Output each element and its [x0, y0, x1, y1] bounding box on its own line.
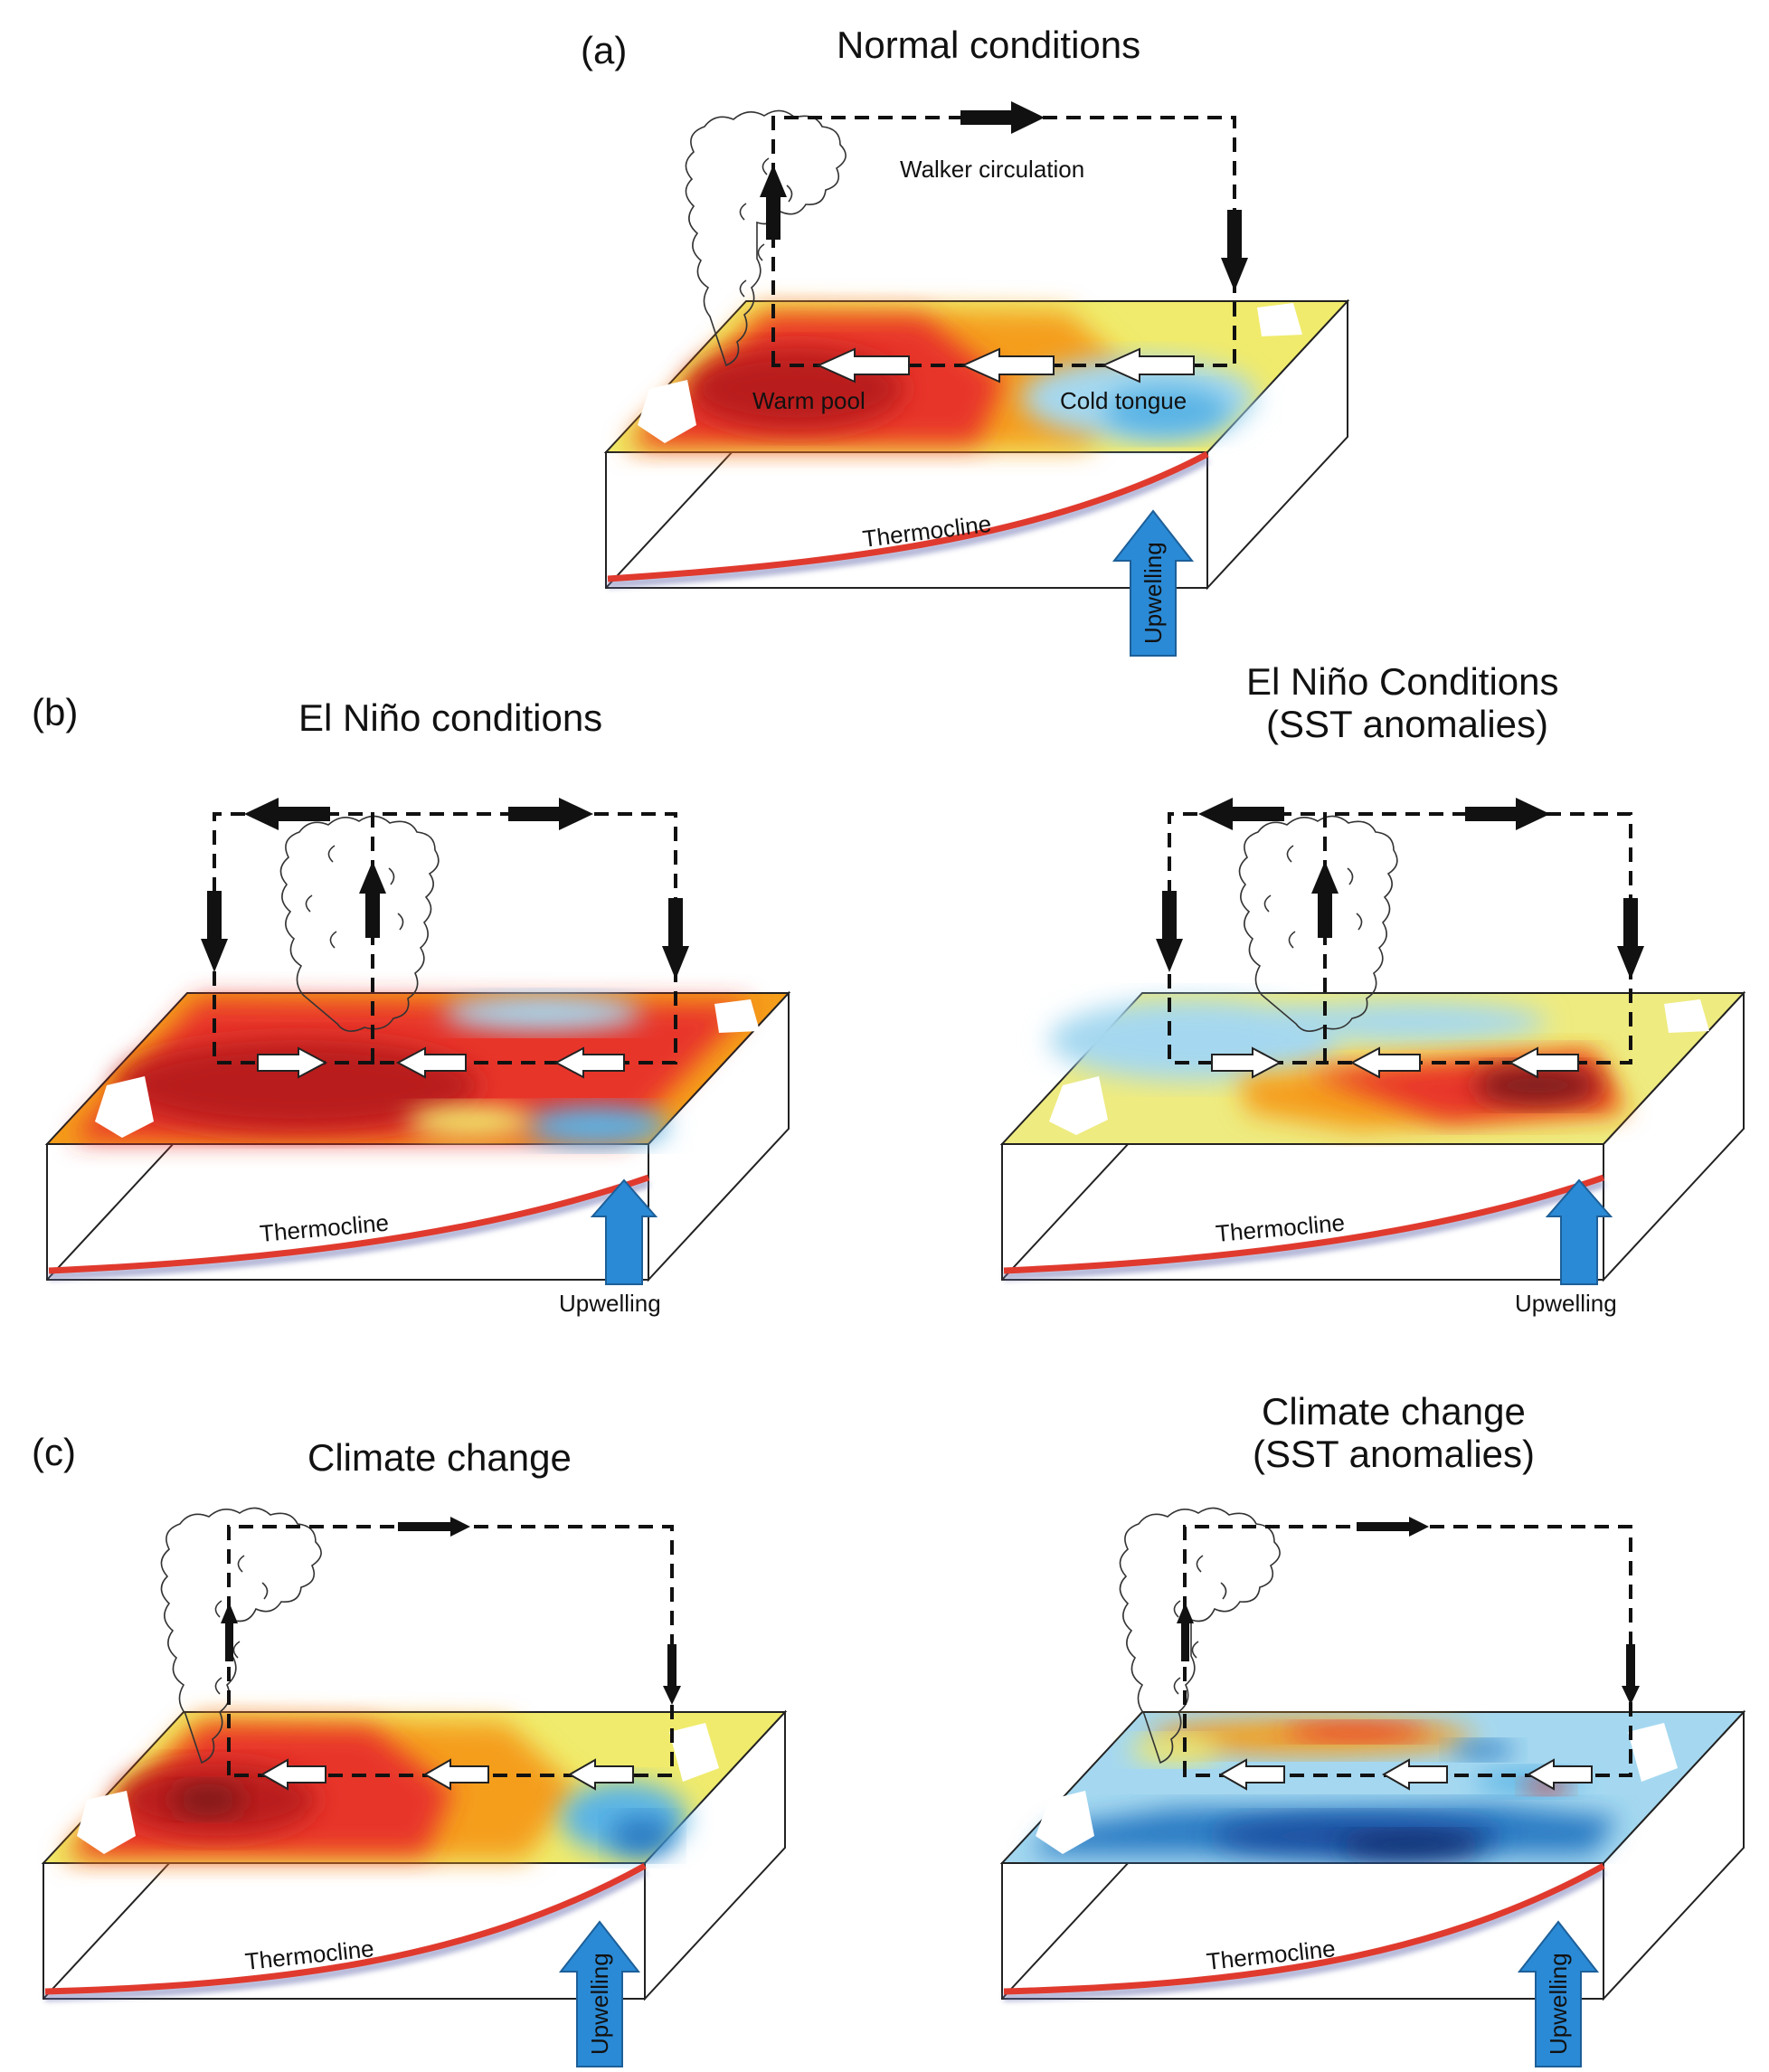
surface-wind-arrows-b1: [257, 1046, 625, 1079]
trade-wind-arrows-c2: [1218, 1758, 1593, 1791]
descending-air-west-arrow-b2: [1156, 891, 1183, 972]
panel-b-el-nino-anomalies: El Niño Conditions (SST anomalies) Therm…: [999, 660, 1746, 1317]
panel-c1-title: Climate change: [307, 1436, 572, 1479]
upper-level-flow-arrow-c1: [398, 1517, 470, 1537]
descending-air-east-arrow-b2: [1617, 898, 1644, 979]
sst-surface-c2: [999, 1711, 1746, 1864]
ascending-air-arrow-a: [760, 165, 787, 240]
cold-tongue-label: Cold tongue: [1060, 387, 1187, 414]
ocean-box-a: Thermocline: [603, 298, 1350, 591]
surface-wind-arrows-b2: [1211, 1046, 1579, 1079]
convection-cloud-c1: [160, 1507, 322, 1765]
panel-b2-subtitle: (SST anomalies): [1266, 703, 1548, 745]
descending-air-west-arrow-b1: [201, 891, 228, 972]
panel-c2-title: Climate change: [1262, 1390, 1526, 1433]
upwelling-label-c2: Upwelling: [1545, 1953, 1572, 2055]
panel-b-tag: (b): [32, 691, 78, 733]
panel-c-tag: (c): [32, 1431, 76, 1473]
trade-wind-arrows-c1: [260, 1758, 634, 1791]
upwelling-label-b2: Upwelling: [1515, 1290, 1617, 1317]
ocean-box-b1: Thermocline: [44, 990, 791, 1282]
upwelling-arrow-b2: Upwelling: [1515, 1178, 1617, 1317]
panel-c-climate-change: (c) Climate change Thermocline: [32, 1431, 788, 2067]
thermocline-line-b1: [48, 1174, 650, 1274]
trade-wind-arrows-a: [816, 347, 1195, 383]
upwelling-label-a: Upwelling: [1140, 542, 1167, 644]
panel-b2-title: El Niño Conditions: [1246, 660, 1559, 703]
sst-surface-c1: [41, 1711, 788, 1864]
panel-a-title: Normal conditions: [837, 24, 1140, 66]
panel-c-climate-change-anomalies: Climate change (SST anomalies): [999, 1390, 1746, 2067]
descending-air-arrow-c2: [1622, 1644, 1640, 1705]
ascending-air-arrow-c1: [221, 1603, 238, 1661]
descending-air-arrow-a: [1221, 210, 1248, 291]
ascending-air-arrow-b1: [359, 861, 386, 938]
upper-level-flow-arrow-c2: [1357, 1517, 1429, 1537]
ocean-box-c1: Thermocline: [41, 1709, 788, 2001]
ocean-box-c2: Thermocline: [999, 1709, 1746, 2001]
thermocline-line-b2: [1003, 1174, 1605, 1274]
thermocline-line-c1: [44, 1862, 647, 1995]
upper-level-flow-arrow-a: [960, 101, 1045, 134]
panel-b-el-nino: (b) El Niño conditions Thermocline: [32, 691, 791, 1317]
ascending-air-arrow-b2: [1311, 861, 1339, 938]
panel-c2-subtitle: (SST anomalies): [1253, 1433, 1535, 1475]
upper-flow-east-arrow-b1: [508, 798, 593, 830]
upwelling-arrow-b1: Upwelling: [559, 1178, 661, 1317]
panel-a: (a) Normal conditions Thermocline: [581, 24, 1350, 657]
ascending-air-arrow-c2: [1177, 1603, 1194, 1661]
upwelling-arrow-c2: Upwelling: [1517, 1920, 1600, 2067]
walker-circulation-label: Walker circulation: [900, 156, 1084, 183]
descending-air-east-arrow-b1: [662, 898, 689, 979]
sst-surface-a: [603, 300, 1350, 453]
thermocline-line-a: [607, 450, 1209, 582]
thermocline-line-c2: [1003, 1862, 1605, 1995]
upwelling-arrow-a: Upwelling: [1112, 509, 1195, 657]
upwelling-arrow-c1: Upwelling: [558, 1920, 641, 2067]
upper-flow-west-arrow-b1: [244, 798, 330, 830]
upwelling-label-c1: Upwelling: [586, 1953, 613, 2055]
panel-b1-title: El Niño conditions: [298, 696, 602, 739]
upper-flow-east-arrow-b2: [1465, 798, 1550, 830]
descending-air-arrow-c1: [663, 1644, 681, 1705]
convection-cloud-b2: [1238, 815, 1398, 1032]
convection-cloud-b1: [279, 815, 440, 1032]
warm-pool-label: Warm pool: [752, 387, 866, 414]
upwelling-label-b1: Upwelling: [559, 1290, 661, 1317]
upper-flow-west-arrow-b2: [1198, 798, 1284, 830]
convection-cloud-c2: [1119, 1507, 1281, 1765]
panel-a-tag: (a): [581, 29, 627, 71]
